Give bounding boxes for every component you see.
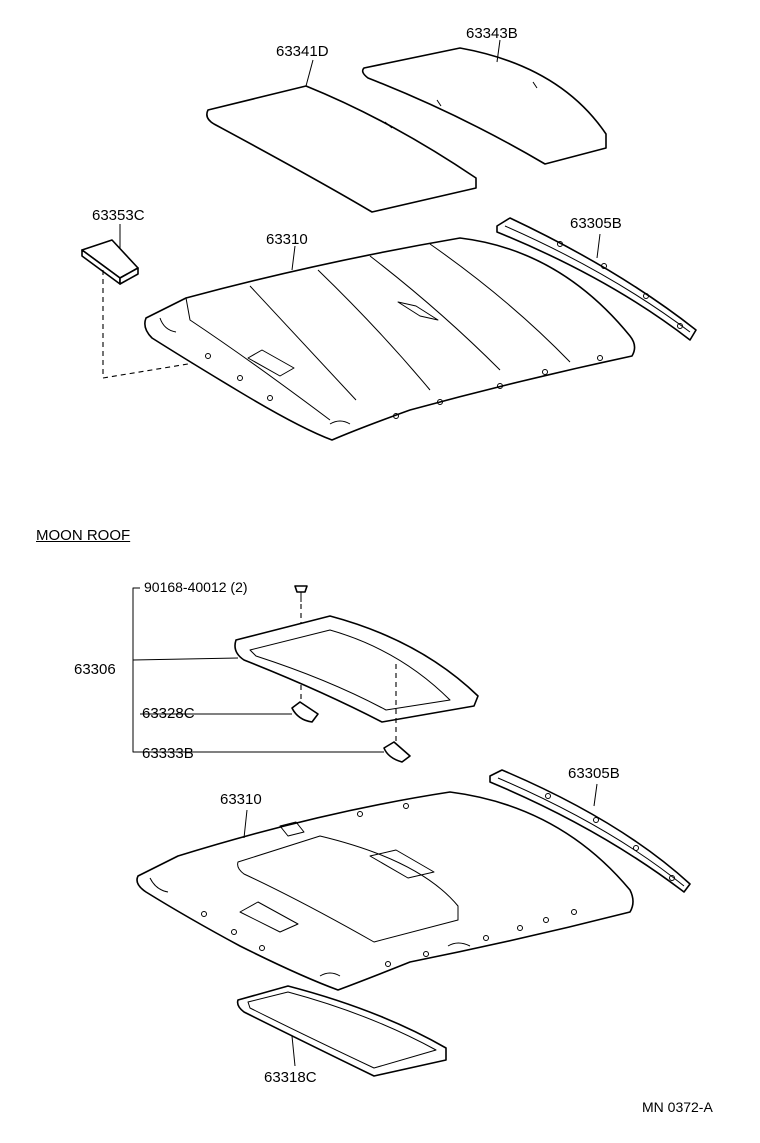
clip-63333B [383,741,411,763]
label-63353C: 63353C [92,207,145,224]
sunshade-63318C [236,985,447,1077]
label-63310-bottom: 63310 [220,791,262,808]
section-title-moon-roof: MOON ROOF [36,527,131,544]
label-63305B-top: 63305B [570,215,622,232]
block-63353C [81,239,139,285]
label-63305B-bottom: 63305B [568,765,620,782]
rail-63305B-bottom [489,769,691,893]
label-63318C: 63318C [264,1069,317,1086]
label-63306: 63306 [74,661,116,678]
reference-code: MN 0372-A [642,1099,713,1115]
label-63310-top: 63310 [266,231,308,248]
leader-63310-bottom [243,809,248,839]
headliner-63310-top [144,237,636,441]
pad-63343B [361,47,607,165]
leader-63305B-top [596,233,601,259]
leader-63343B [496,39,501,63]
rail-63305B-top [496,217,697,341]
label-90168: 90168-40012 (2) [144,579,248,595]
leader-63341D [305,59,314,87]
label-63343B: 63343B [466,25,518,42]
bolt-90168 [294,585,308,602]
frame-63306 [234,615,479,723]
label-63341D: 63341D [276,43,329,60]
label-63328C: 63328C [142,705,195,722]
headliner-63310-bottom [136,791,634,991]
leader-63305B-bottom [593,783,598,807]
bracket-63306 [132,587,140,753]
leader-63310-top [291,245,296,271]
leader-63318C [291,1035,296,1067]
label-63333B: 63333B [142,745,194,762]
clip-63328C [291,701,319,723]
leader-63306 [132,657,239,661]
